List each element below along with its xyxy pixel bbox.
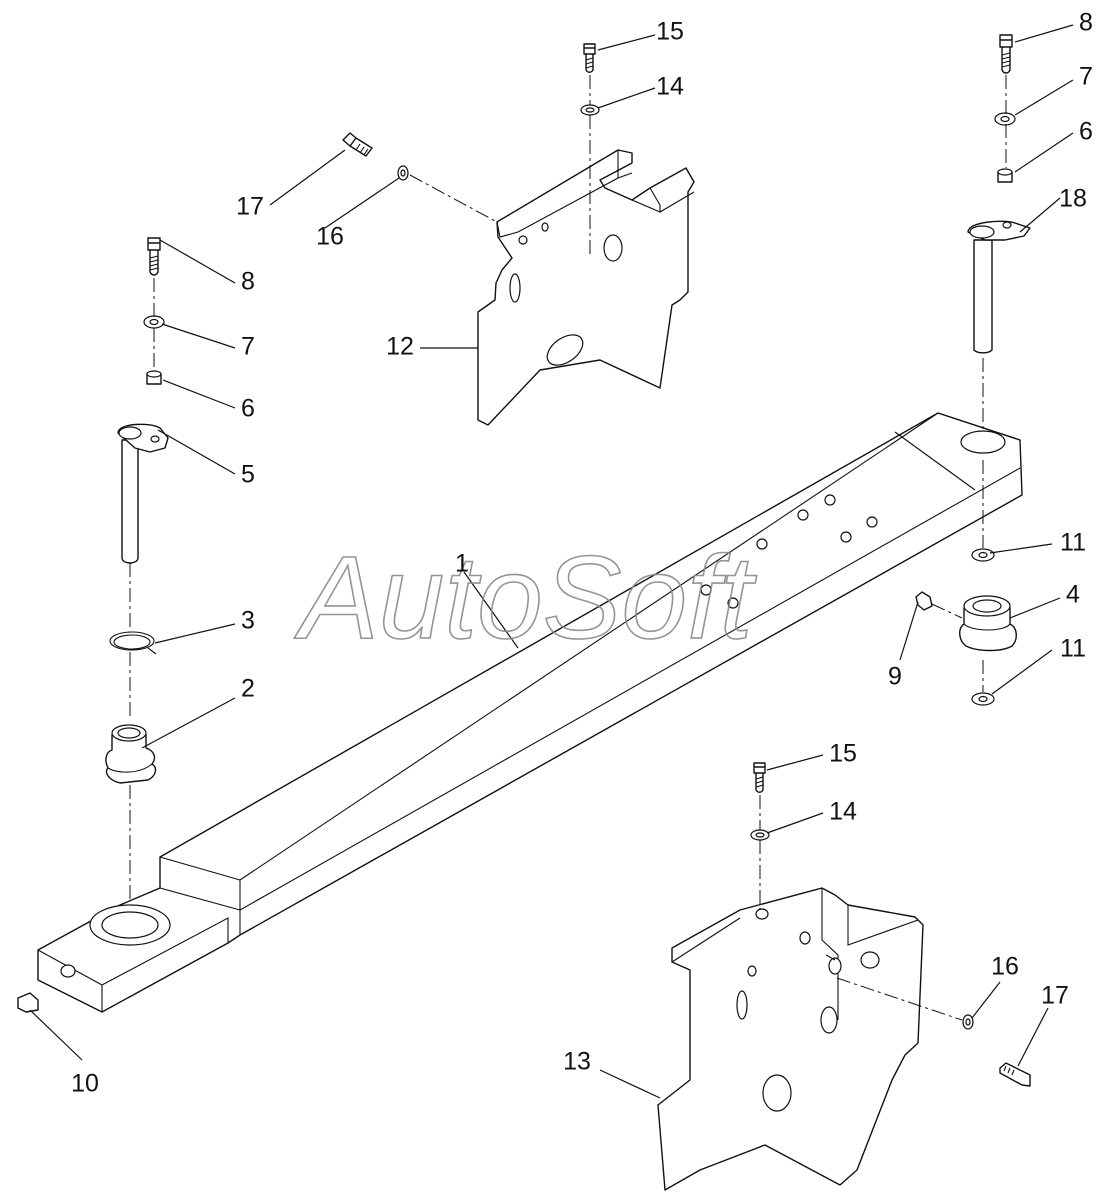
callout-12: 12 bbox=[386, 333, 414, 361]
watermark-text: AutoSoft bbox=[294, 532, 757, 664]
callout-6: 6 bbox=[241, 395, 255, 423]
assembly-axes bbox=[129, 75, 1007, 1021]
callout-5: 5 bbox=[241, 461, 255, 489]
callout-18: 18 bbox=[1059, 185, 1087, 213]
callout-3: 3 bbox=[241, 607, 255, 635]
callout-13: 13 bbox=[563, 1048, 591, 1076]
callout-10: 10 bbox=[71, 1070, 99, 1098]
callout-9: 9 bbox=[888, 663, 902, 691]
callout-14-lower: 14 bbox=[829, 798, 857, 826]
callout-6-right: 6 bbox=[1079, 118, 1093, 146]
right-bushing bbox=[959, 595, 1017, 652]
snap-ring bbox=[109, 631, 157, 655]
bolts bbox=[17, 34, 1031, 1087]
callout-2: 2 bbox=[241, 675, 255, 703]
callout-15-lower: 15 bbox=[829, 740, 857, 768]
callout-11-upper: 11 bbox=[1060, 529, 1086, 557]
left-pin bbox=[117, 423, 169, 564]
callout-7-right: 7 bbox=[1079, 63, 1093, 91]
callout-1: 1 bbox=[455, 550, 469, 578]
callout-4: 4 bbox=[1066, 581, 1080, 609]
callout-7: 7 bbox=[241, 333, 255, 361]
callout-16-upper: 16 bbox=[316, 223, 344, 251]
right-pin bbox=[967, 220, 1031, 354]
callout-17-upper: 17 bbox=[236, 193, 264, 221]
upper-mounting-bracket bbox=[477, 149, 695, 426]
leader-lines bbox=[29, 24, 1074, 1099]
callout-8: 8 bbox=[241, 268, 255, 296]
lower-link-arm bbox=[37, 412, 1023, 1013]
callout-11-lower: 11 bbox=[1060, 635, 1086, 663]
lower-mounting-bracket bbox=[657, 887, 924, 1191]
callout-16-lower: 16 bbox=[991, 953, 1019, 981]
callout-8-right: 8 bbox=[1079, 9, 1093, 37]
callout-14-upper: 14 bbox=[656, 73, 684, 101]
callout-17-lower: 17 bbox=[1041, 982, 1069, 1010]
callouts: 1 2 3 4 5 6 7 8 6 7 8 9 10 11 11 12 13 1… bbox=[71, 9, 1093, 1098]
left-bushing bbox=[105, 724, 157, 784]
callout-15-upper: 15 bbox=[656, 18, 684, 46]
